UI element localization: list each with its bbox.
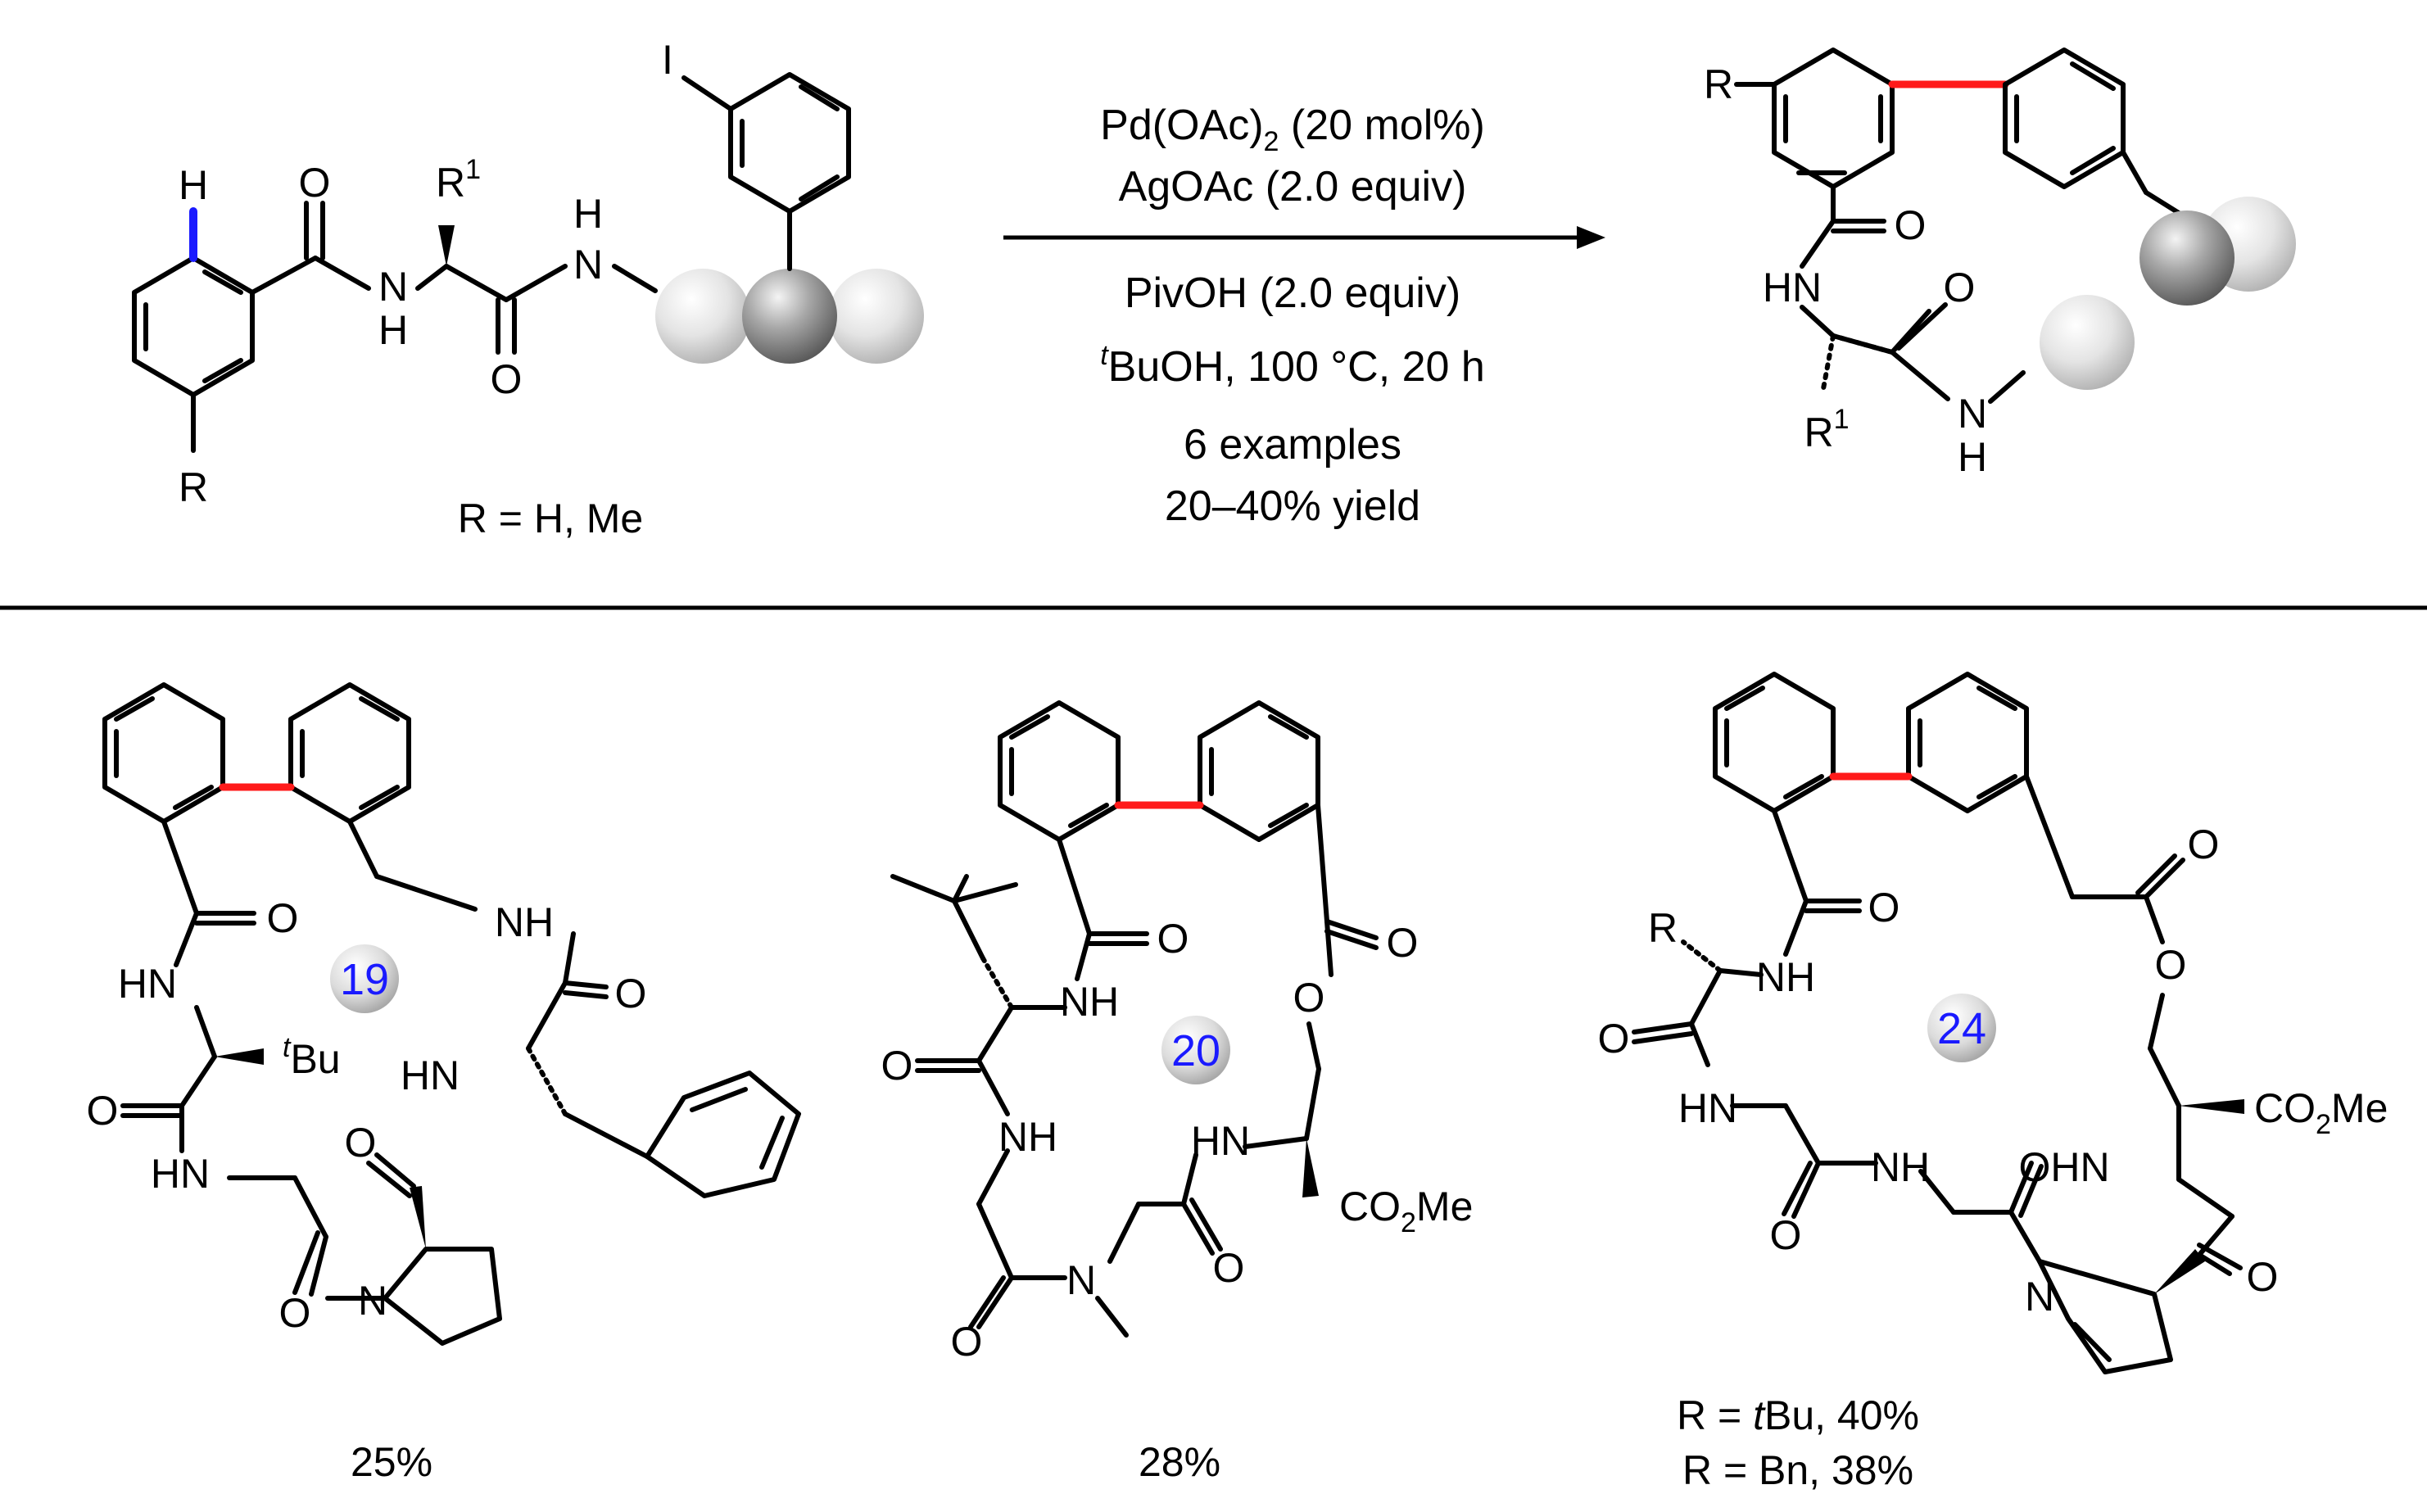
atom-o: O [1598,1016,1630,1062]
atom-hn: HN [118,961,177,1007]
atom-hn: HN [1678,1085,1737,1131]
compound-number: 24 [1937,1004,1986,1053]
substrate-r-definition: R = H, Me [458,496,643,541]
atom-o: O [299,160,331,206]
atom-o: O [279,1290,311,1336]
compound-number: 19 [340,955,389,1004]
compound-yield-tbu: R = tBu, 40% [1677,1392,1919,1438]
iodoarene-ring [728,72,851,214]
substituent-tbu: tBu [283,1032,341,1082]
atom-h: H [573,191,603,237]
atom-o: O [1213,1245,1245,1291]
atom-o: O [1293,975,1325,1021]
reagent-additive: PivOH (2.0 equiv) [1125,269,1460,317]
compound-number: 20 [1171,1026,1220,1075]
compound-20: 20 O NH O NH O N O HN O O CO2Me 28% [881,700,1473,1485]
reaction-arrow-head [1577,226,1605,249]
product-linker-balls [2040,197,2296,390]
atom-o: O [491,356,523,402]
reagent-catalyst: Pd(OAc)2 (20 mol%) [1100,102,1485,157]
atom-o: O [1770,1212,1802,1258]
atom-n: N [378,264,408,310]
atom-o: O [2247,1254,2279,1300]
atom-o: O [1387,920,1419,966]
compound-number-badge [330,944,399,1013]
atom-o: O [1157,916,1189,962]
group-co2me: CO2Me [2254,1085,2388,1140]
reaction-conditions: Pd(OAc)2 (20 mol%) AgOAc (2.0 equiv) Piv… [1003,102,1605,530]
reaction-solvent-temp-time: tBuOH, 100 °C, 20 h [1100,340,1485,391]
product-ring-left [1772,48,1895,189]
atom-r: R [1704,61,1733,107]
atom-hn: HN [401,1053,460,1098]
atom-h: H [1958,434,1987,480]
reaction-yield-range: 20–40% yield [1165,482,1420,530]
atom-n: N [2025,1274,2054,1320]
atom-r1: R1 [436,154,481,206]
atom-nh: NH [1871,1144,1930,1190]
compound-number-badge [1161,1016,1230,1084]
reagent-oxidant: AgOAc (2.0 equiv) [1119,163,1467,211]
atom-nh: NH [1060,979,1119,1025]
product-ring-right [2003,48,2126,189]
atom-o: O [951,1319,983,1365]
atom-n: N [1958,391,1987,437]
atom-r: R [179,464,208,510]
atom-ohn: OHN [2018,1144,2109,1190]
benzamide-ring [132,256,255,397]
compound-24: 24 O R NH O HN O NH OHN N O CO2Me O O R … [1598,672,2388,1493]
compound-yield-bn: R = Bn, 38% [1682,1447,1913,1493]
atom-o: O [1868,885,1900,930]
macrocycle-linker-balls [655,269,924,364]
atom-r1: R1 [1804,404,1849,455]
atom-h: H [378,307,408,353]
atom-o: O [1895,202,1927,248]
atom-nh: NH [495,899,554,945]
compound-yield: 28% [1139,1439,1220,1485]
atom-h: H [179,162,208,208]
atom-o: O [87,1088,119,1134]
atom-nh: NH [1756,954,1815,1000]
compound-number-badge [1927,994,1996,1062]
atom-o: O [267,895,299,941]
atom-hn: HN [1191,1118,1250,1164]
atom-hn: HN [151,1151,210,1197]
atom-hn: HN [1763,265,1822,310]
compound-19: 19 O HN tBu O HN O O N HN NH O 25% [87,682,801,1485]
atom-o: O [2155,942,2187,988]
product-structure: R O HN O R1 N H [1704,48,2296,480]
reaction-scope: 6 examples [1184,421,1401,469]
atom-nh: NH [998,1114,1057,1160]
atom-o: O [2188,822,2220,867]
group-co2me: CO2Me [1339,1184,1473,1238]
atom-o: O [345,1120,377,1166]
atom-o: O [881,1043,913,1089]
atom-o: O [615,971,647,1016]
atom-o: O [1944,265,1976,310]
substrate-structure: H R O N H R1 O H N I R = H, Me [132,37,924,541]
compound-yield: 25% [351,1439,432,1485]
atom-i: I [662,37,673,83]
atom-n: N [1066,1257,1096,1303]
atom-n: N [358,1278,387,1324]
atom-r: R [1648,905,1678,951]
atom-n: N [573,242,603,287]
